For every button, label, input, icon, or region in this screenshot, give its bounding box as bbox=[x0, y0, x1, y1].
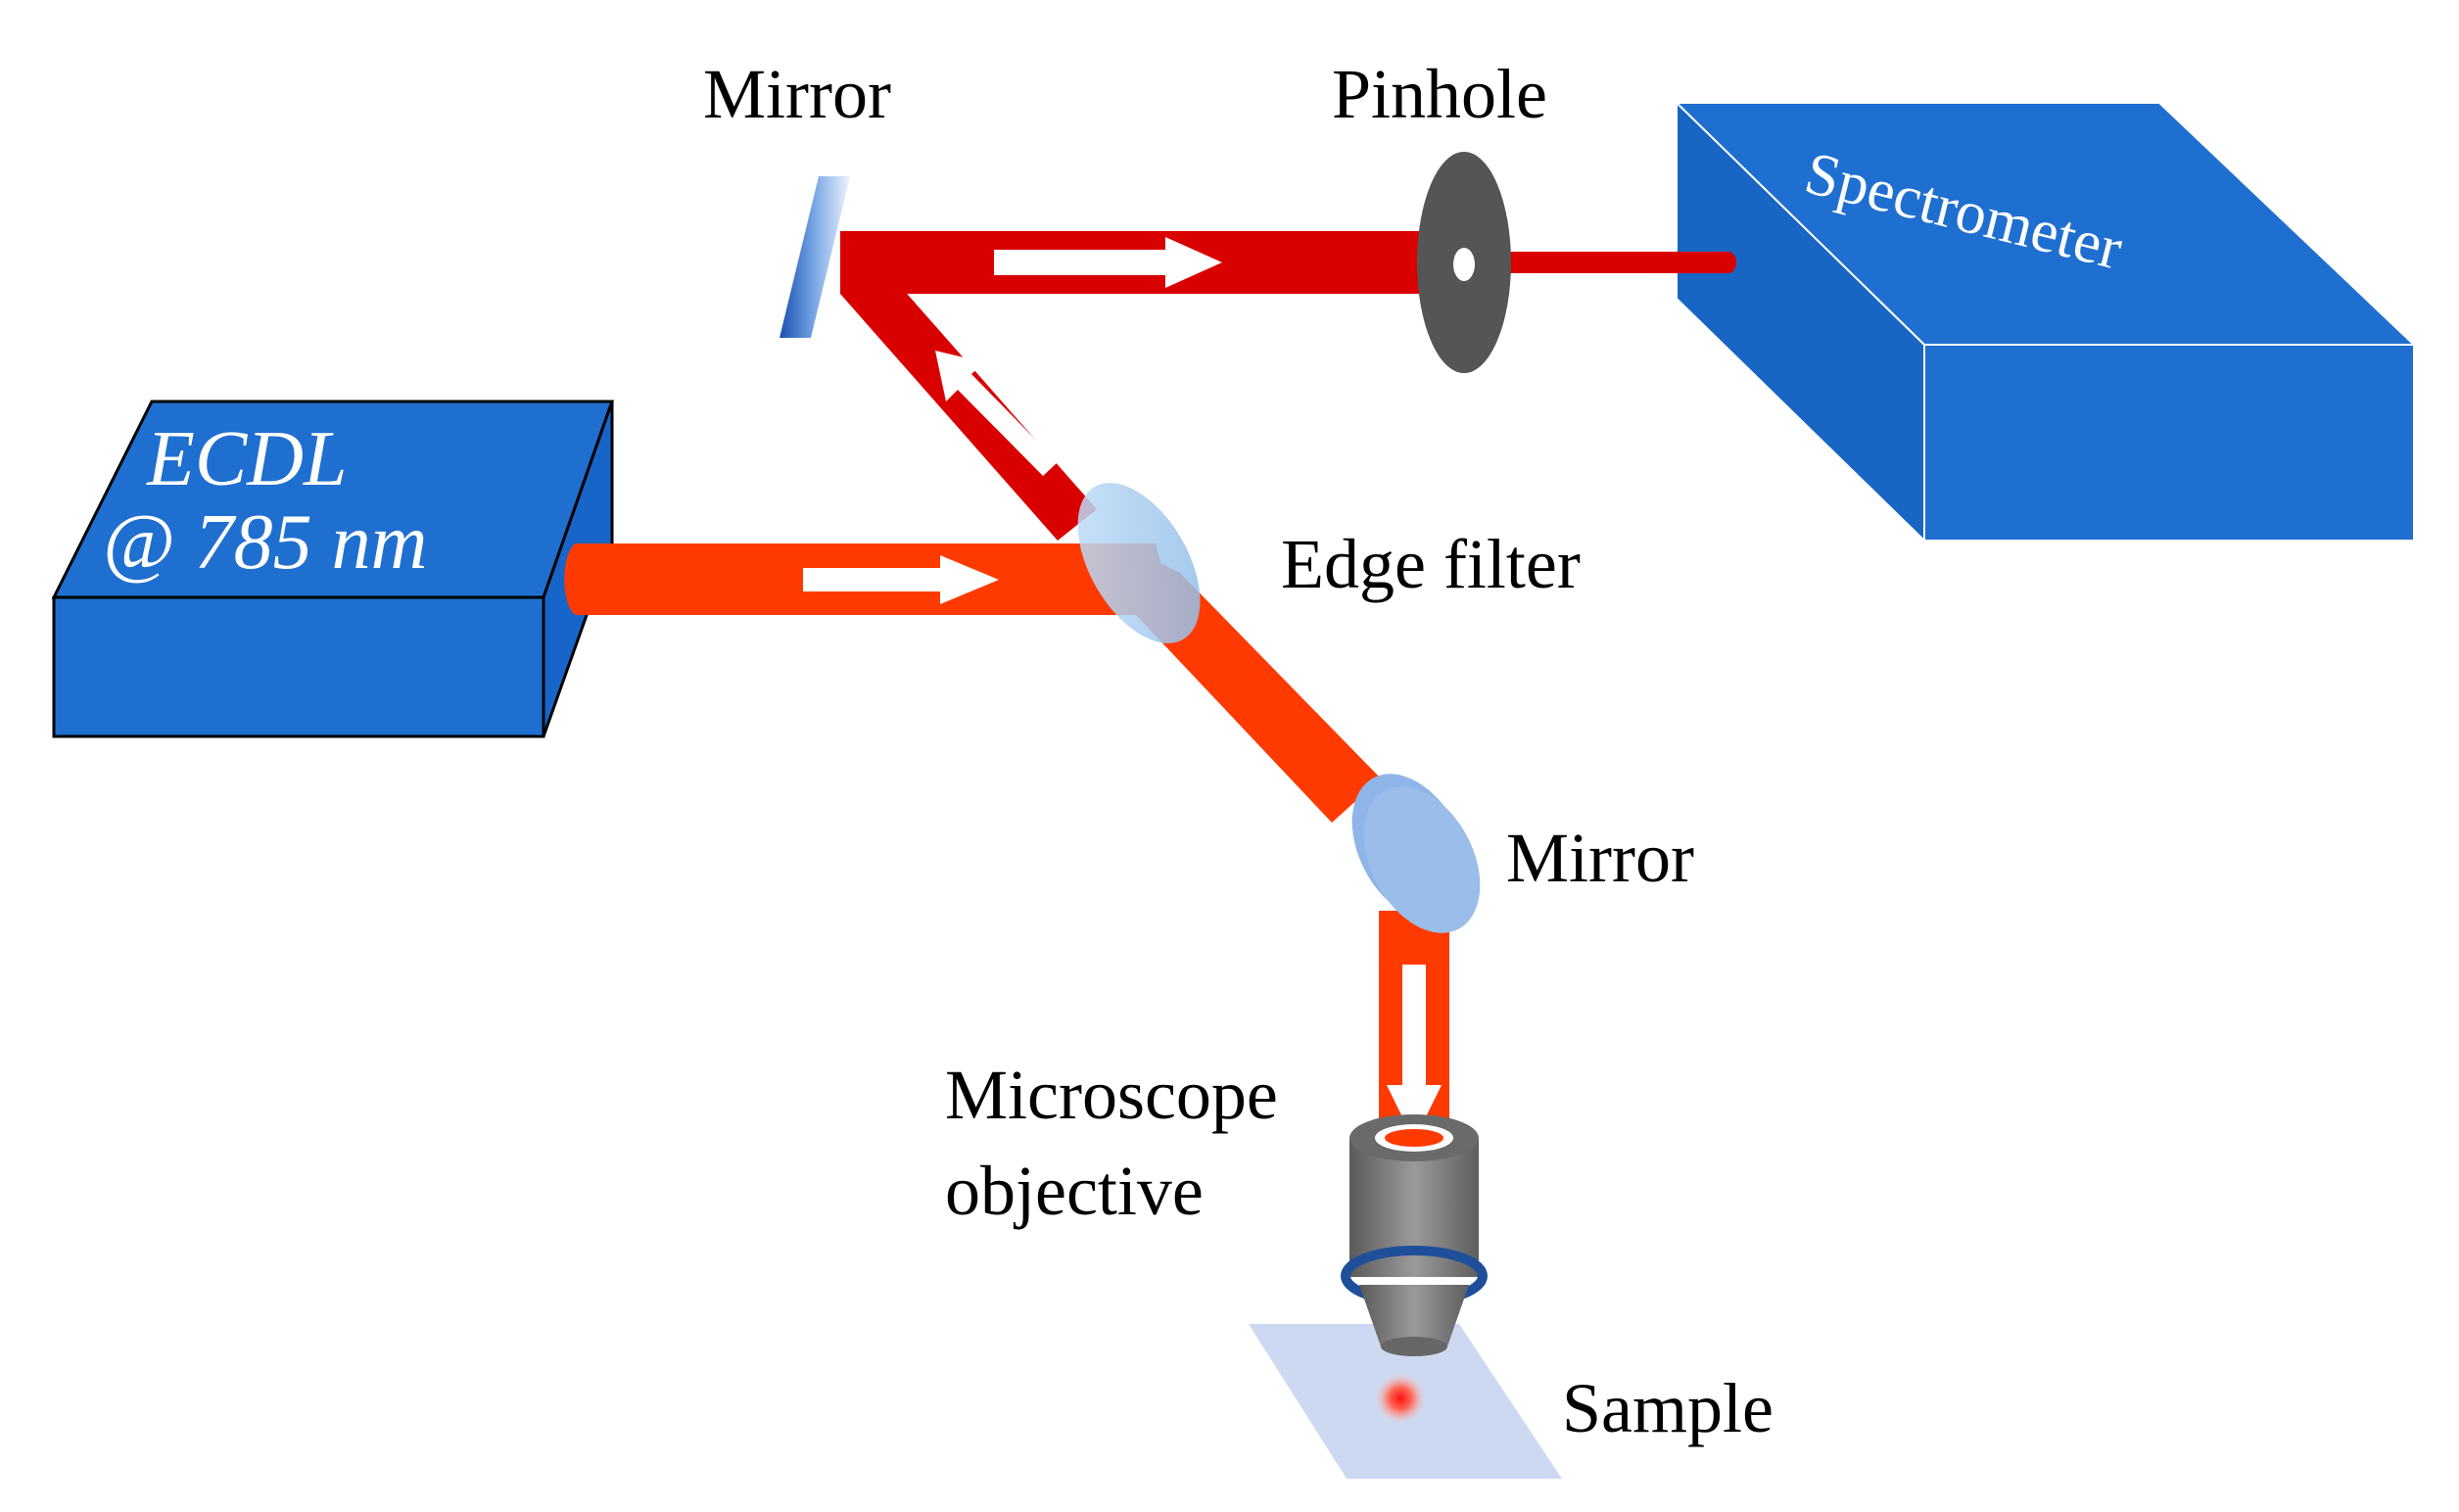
microscope-objective bbox=[1341, 1114, 1488, 1356]
signal-beam-end bbox=[1721, 252, 1736, 273]
spectrometer-box bbox=[1674, 100, 2417, 543]
arrow-down-laser bbox=[1387, 965, 1442, 1141]
arrow-right-laser bbox=[803, 555, 999, 604]
edge-filter bbox=[1077, 483, 1201, 643]
label-edge-filter: Edge filter bbox=[1281, 525, 1581, 603]
laser-spot bbox=[1375, 1373, 1426, 1424]
arrow-up-left bbox=[935, 351, 1058, 476]
top-mirror bbox=[780, 176, 850, 338]
label-mirror-right: Mirror bbox=[1506, 819, 1694, 897]
label-mirror-top: Mirror bbox=[703, 55, 891, 133]
pinhole-aperture bbox=[1453, 248, 1475, 281]
label-sample: Sample bbox=[1562, 1369, 1773, 1447]
label-pinhole: Pinhole bbox=[1332, 55, 1547, 133]
laser-label-line2: @ 785 nm bbox=[103, 499, 427, 586]
label-objective-line1: Microscope bbox=[945, 1056, 1278, 1134]
laser-box bbox=[51, 400, 615, 738]
right-mirror bbox=[1363, 786, 1481, 933]
signal-beam-thin bbox=[1449, 252, 1728, 273]
laser-label-line1: ECDL bbox=[146, 416, 348, 502]
label-objective-line2: objective bbox=[945, 1152, 1204, 1230]
arrow-right-top bbox=[994, 237, 1222, 288]
